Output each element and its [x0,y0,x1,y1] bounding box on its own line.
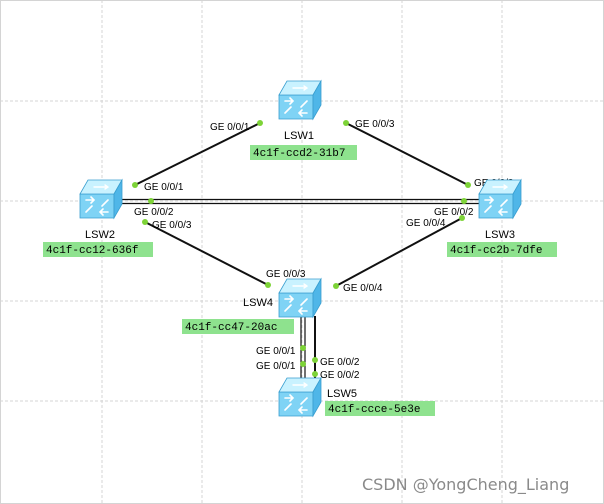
switch-name: LSW4 [243,297,273,309]
port-dot [300,345,306,351]
link-lsw3-lsw4[interactable] [335,217,463,287]
switch-lsw2[interactable] [79,178,123,220]
mac-label-lsw3: 4c1f-cc2b-7dfe [447,242,557,257]
port-label: GE 0/0/1 [144,182,184,193]
switch-icon [278,376,322,418]
port-dot [132,182,138,188]
switch-name: LSW1 [284,130,314,142]
port-label: GE 0/0/1 [256,361,296,372]
port-label: GE 0/0/3 [152,220,192,231]
port-label: GE 0/0/1 [210,122,250,133]
switch-icon [79,178,123,220]
link-lsw2-lsw3[interactable] [120,198,480,205]
switch-lsw4[interactable] [278,277,322,319]
port-dot [148,198,154,204]
port-dot [265,282,271,288]
mac-label-lsw2: 4c1f-cc12-636f [43,242,153,257]
mac-address: 4c1f-ccd2-31b7 [253,148,345,160]
mac-address: 4c1f-cc2b-7dfe [450,245,542,257]
link-lsw2-lsw4[interactable] [144,221,269,286]
port-label: GE 0/0/1 [256,346,296,357]
link-lsw1-lsw3[interactable] [345,122,469,186]
mac-address: 4c1f-cc47-20ac [185,322,277,334]
watermark-text: CSDN @YongCheng_Liang [362,475,569,495]
links [120,122,480,380]
mac-address: 4c1f-cc12-636f [46,245,138,257]
port-dot [312,371,318,377]
port-label: GE 0/0/2 [434,207,474,218]
mac-label-lsw4: 4c1f-cc47-20ac [182,319,294,334]
port-label: GE 0/0/2 [134,207,174,218]
switch-icon [478,178,522,220]
mac-label-lsw1: 4c1f-ccd2-31b7 [250,145,357,160]
port-label: GE 0/0/2 [320,370,360,381]
port-dot [333,283,339,289]
port-label: GE 0/0/3 [266,269,306,280]
port-dot [257,120,263,126]
port-dot [459,215,465,221]
port-dot [461,198,467,204]
switch-name: LSW2 [85,229,115,241]
switch-name: LSW5 [327,388,357,400]
switch-lsw3[interactable] [478,178,522,220]
mac-label-lsw5: 4c1f-ccce-5e3e [325,401,435,416]
port-dot [312,357,318,363]
port-label: GE 0/0/3 [355,119,395,130]
link-lsw1-lsw2[interactable] [134,122,261,186]
port-label: GE 0/0/2 [320,357,360,368]
port-label: GE 0/0/4 [343,283,383,294]
port-dot [343,120,349,126]
switch-icon [278,79,322,121]
port-dot [300,361,306,367]
mac-address: 4c1f-ccce-5e3e [328,404,420,416]
port-label: GE 0/0/4 [406,218,446,229]
port-dot [465,182,471,188]
port-dot [142,219,148,225]
switch-lsw5[interactable] [278,376,322,418]
switch-icon [278,277,322,319]
switch-name: LSW3 [485,229,515,241]
switch-lsw1[interactable] [278,79,322,121]
port-dots [132,120,471,377]
